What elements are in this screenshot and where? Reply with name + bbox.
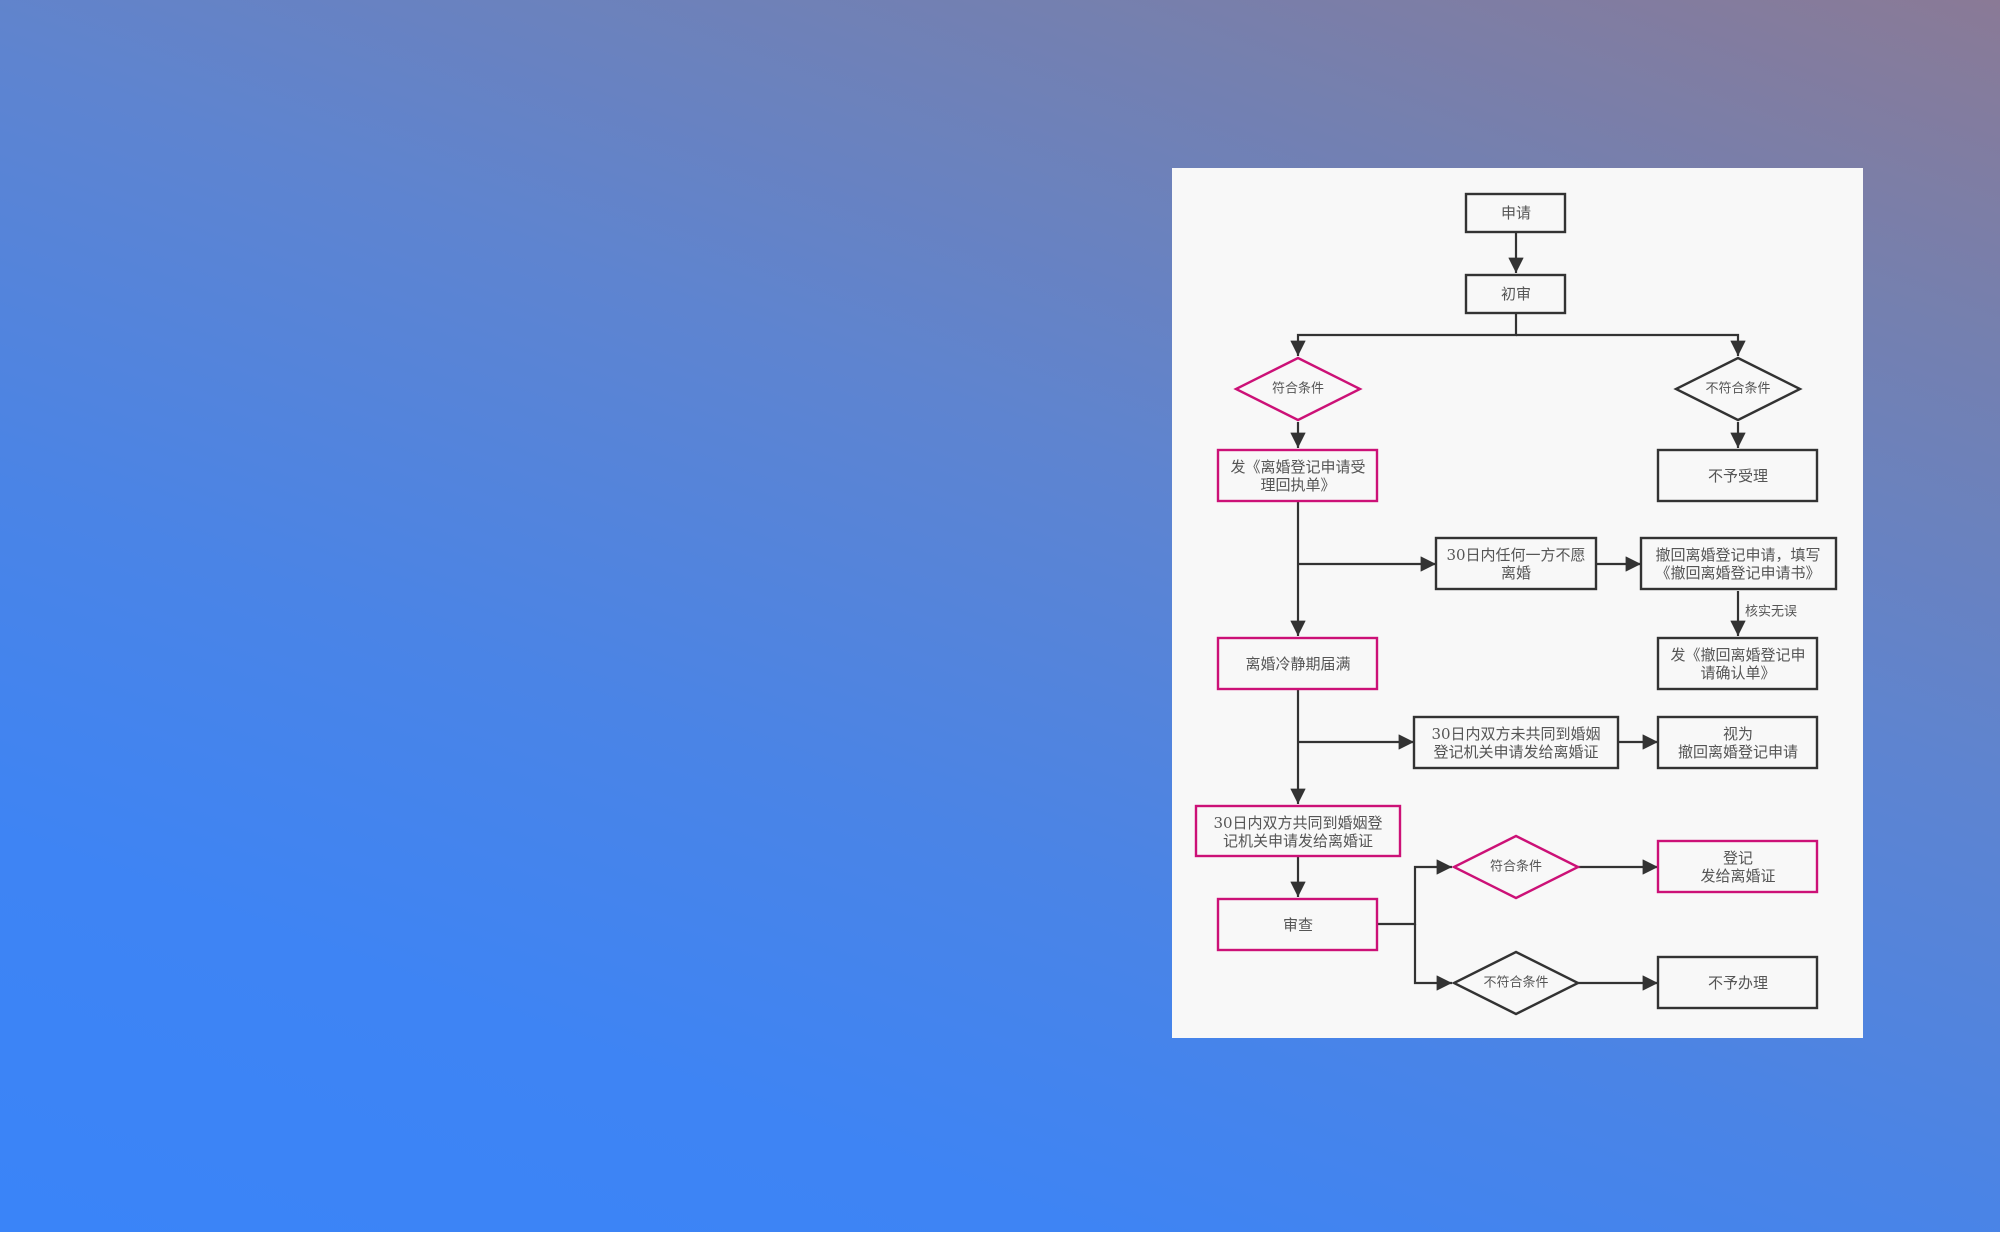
- edge-label-verified: 核实无误: [1745, 605, 1797, 620]
- node-eligible-1: 符合条件: [1233, 356, 1363, 422]
- node-eligible-2-label: 符合条件: [1490, 859, 1542, 875]
- node-issue-receipt-line2: 理回执单》: [1260, 476, 1335, 494]
- node-deemed-withdrawn: 视为 撤回离婚登记申请: [1656, 715, 1819, 770]
- node-register-issue-line2: 发给离婚证: [1700, 867, 1775, 885]
- node-issue-receipt: 发《离婚登记申请受 理回执单》: [1216, 448, 1379, 503]
- node-not-jointly-apply-line2: 登记机关申请发给离婚证: [1433, 743, 1598, 761]
- node-withdraw-application-line2: 《撤回离婚登记申请书》: [1655, 564, 1820, 582]
- node-ineligible-2: 不符合条件: [1451, 950, 1581, 1016]
- edge-review-to-ineligible2: [1413, 924, 1452, 991]
- node-either-unwilling: 30日内任何一方不愿 离婚: [1434, 536, 1598, 591]
- node-not-handled: 不予办理: [1656, 955, 1819, 1010]
- node-register-issue-line1: 登记: [1723, 849, 1753, 867]
- node-deemed-withdrawn-line2: 撤回离婚登记申请: [1678, 743, 1798, 761]
- node-initial-review-label: 初审: [1501, 285, 1531, 303]
- node-not-jointly-apply-line1: 30日内双方未共同到婚姻: [1431, 725, 1600, 743]
- node-jointly-apply: 30日内双方共同到婚姻登 记机关申请发给离婚证: [1194, 804, 1402, 858]
- node-deemed-withdrawn-line1: 视为: [1723, 725, 1753, 743]
- flowchart-edges: [1298, 232, 1746, 991]
- node-ineligible-1-label: 不符合条件: [1705, 381, 1770, 397]
- edge-review-to-eligible2: [1378, 859, 1452, 926]
- bottom-strip: [0, 1232, 2000, 1254]
- node-not-jointly-apply: 30日内双方未共同到婚姻 登记机关申请发给离婚证: [1412, 715, 1620, 770]
- flowchart-svg: 申请 初审 符合条件 不符合条件 发《离婚登记申请受 理回执单》 不予受理 30…: [1194, 192, 1838, 1016]
- node-ineligible-1: 不符合条件: [1673, 356, 1803, 422]
- node-withdraw-application-line1: 撤回离婚登记申请，填写: [1655, 546, 1820, 564]
- node-review-label: 审查: [1283, 916, 1313, 934]
- node-withdraw-application: 撤回离婚登记申请，填写 《撤回离婚登记申请书》: [1639, 536, 1838, 591]
- node-not-handled-label: 不予办理: [1708, 974, 1768, 992]
- node-issue-withdraw-confirm: 发《撤回离婚登记申 请确认单》: [1656, 636, 1819, 691]
- node-jointly-apply-line2: 记机关申请发给离婚证: [1223, 832, 1373, 850]
- node-issue-receipt-line1: 发《离婚登记申请受: [1230, 458, 1365, 476]
- node-cooling-period-ends: 离婚冷静期届满: [1216, 636, 1379, 691]
- node-eligible-1-label: 符合条件: [1272, 381, 1324, 397]
- edge-initial-review-to-ineligible: [1516, 333, 1746, 356]
- node-issue-withdraw-confirm-line2: 请确认单》: [1700, 664, 1775, 682]
- flowchart-card: 申请 初审 符合条件 不符合条件 发《离婚登记申请受 理回执单》 不予受理 30…: [1172, 168, 1863, 1038]
- node-cooling-period-ends-label: 离婚冷静期届满: [1245, 655, 1350, 673]
- node-review: 审查: [1216, 897, 1379, 952]
- node-either-unwilling-line2: 离婚: [1501, 564, 1531, 582]
- node-apply-label: 申请: [1501, 204, 1531, 222]
- node-jointly-apply-line1: 30日内双方共同到婚姻登: [1213, 814, 1382, 832]
- node-ineligible-2-label: 不符合条件: [1483, 975, 1548, 991]
- node-initial-review: 初审: [1464, 273, 1567, 315]
- node-register-issue: 登记 发给离婚证: [1656, 839, 1819, 894]
- node-apply: 申请: [1464, 192, 1567, 234]
- node-eligible-2: 符合条件: [1451, 834, 1581, 900]
- node-not-accepted-label: 不予受理: [1708, 467, 1768, 485]
- node-not-accepted: 不予受理: [1656, 448, 1819, 503]
- node-either-unwilling-line1: 30日内任何一方不愿: [1446, 546, 1585, 564]
- edge-initial-review-to-eligible: [1298, 305, 1518, 356]
- node-issue-withdraw-confirm-line1: 发《撤回离婚登记申: [1670, 646, 1805, 664]
